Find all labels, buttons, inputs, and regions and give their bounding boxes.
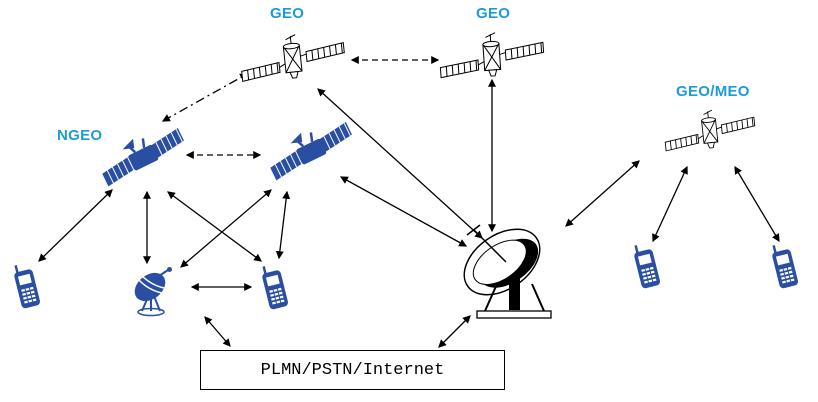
- link-ngeo-left-phone-center: [167, 191, 262, 262]
- ngeo-satellite-icon: [102, 128, 184, 187]
- core-network-label: PLMN/PSTN/Internet: [260, 360, 445, 380]
- label-geo-meo: GEO/MEO: [676, 83, 750, 100]
- mobile-terminal-center: [258, 261, 294, 318]
- mobile-phone-icon: [14, 265, 40, 309]
- mobile-terminal-right-2: [768, 240, 804, 297]
- ngeo-satellite-right: [266, 120, 358, 191]
- ground-station-icon: [463, 224, 552, 319]
- mobile-phone-icon: [634, 245, 660, 289]
- geo-satellite-icon: [241, 34, 345, 82]
- large-ground-station-dish: [450, 222, 565, 327]
- geo-satellite-left: [238, 30, 348, 99]
- label-ngeo: NGEO: [57, 127, 103, 144]
- geo-meo-satellite-icon: [664, 109, 756, 152]
- link-large-dish-geo-meo: [565, 160, 640, 227]
- geo-meo-satellite: [662, 106, 758, 167]
- core-network-box: PLMN/PSTN/Internet: [200, 350, 505, 390]
- link-ngeo-right-small-dish: [180, 189, 272, 268]
- mobile-phone-icon: [262, 266, 288, 310]
- link-small-dish-core-network: [204, 316, 231, 347]
- ngeo-satellite-left: [98, 126, 190, 197]
- geo-satellite-icon: [439, 32, 545, 79]
- link-ngeo-right-large-dish: [339, 176, 468, 247]
- link-geo-meo-phone-right-2: [734, 165, 780, 243]
- label-geo-right: GEO: [476, 5, 511, 22]
- small-ground-dish: [126, 266, 182, 323]
- link-ngeo-right-phone-center: [275, 190, 291, 260]
- satellite-dish-icon: [134, 267, 172, 317]
- mobile-terminal-right-1: [630, 240, 666, 297]
- mobile-terminal-far-left: [10, 260, 46, 317]
- link-ngeo-left-phone-far-left: [38, 189, 113, 262]
- ngeo-satellite-icon: [270, 122, 352, 181]
- geo-satellite-right: [437, 28, 547, 97]
- link-ngeo-left-geo-left: [161, 73, 249, 122]
- label-geo-left: GEO: [270, 5, 305, 22]
- link-geo-meo-phone-right-1: [652, 165, 688, 243]
- mobile-phone-icon: [772, 245, 798, 289]
